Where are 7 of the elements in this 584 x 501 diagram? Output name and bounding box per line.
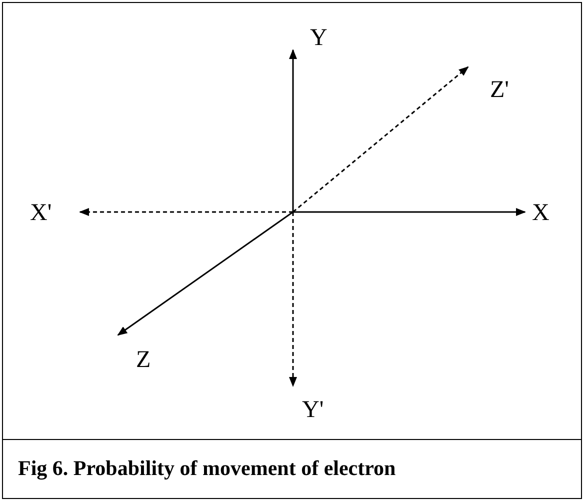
axis-label: Z (136, 348, 151, 372)
figure-caption: Fig 6. Probability of movement of electron (18, 456, 396, 481)
axis-label: Y (310, 26, 328, 50)
axis-label: X (532, 201, 550, 225)
axis-label: Z' (490, 78, 509, 102)
axis-label: Y' (302, 398, 324, 422)
axis-label: X' (30, 201, 52, 225)
